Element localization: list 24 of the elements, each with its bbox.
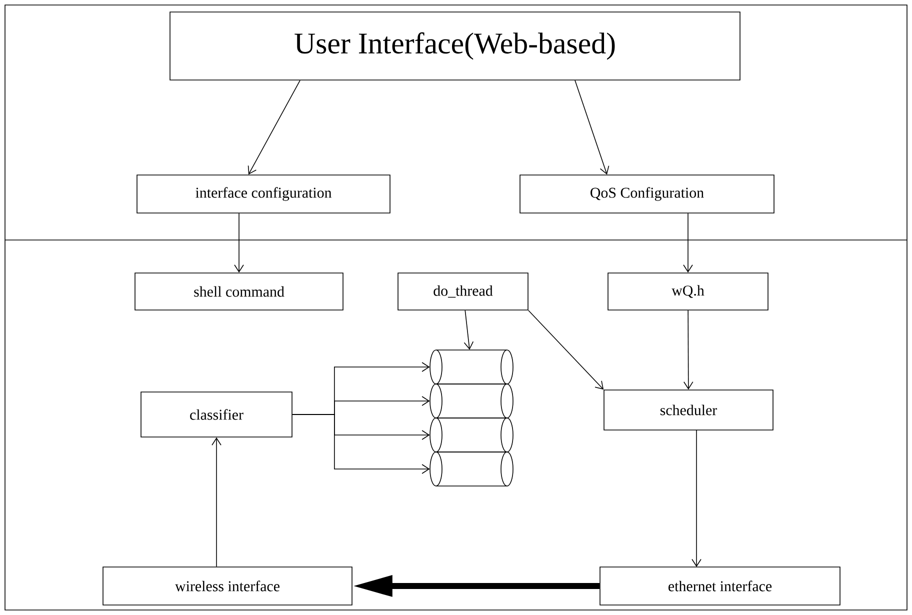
process-box: scheduler (604, 390, 774, 430)
arrow (292, 414, 430, 474)
process-box: interface configuration (136, 174, 390, 214)
arrow (234, 213, 244, 273)
arrow (464, 310, 474, 350)
arrow (683, 310, 694, 390)
arrow (248, 80, 300, 175)
title-box: User Interface(Web-based) (170, 12, 740, 80)
arrow (212, 437, 222, 567)
arrow (574, 80, 610, 175)
queue-cylinder (430, 384, 514, 418)
queue-cylinder (430, 452, 514, 486)
process-box: QoS Configuration (520, 174, 774, 214)
process-box: do_thread (398, 272, 528, 310)
arrow (692, 430, 702, 567)
process-box: classifier (140, 392, 292, 438)
interface-box: ethernet interface (600, 566, 840, 606)
arrow (683, 213, 693, 273)
arrow (528, 310, 604, 390)
queue-cylinder (430, 418, 514, 452)
process-box: shell command (134, 272, 344, 310)
interface-box: wireless interface (102, 566, 352, 606)
process-box: wQ.h (608, 272, 768, 310)
queue-cylinder (430, 350, 514, 384)
